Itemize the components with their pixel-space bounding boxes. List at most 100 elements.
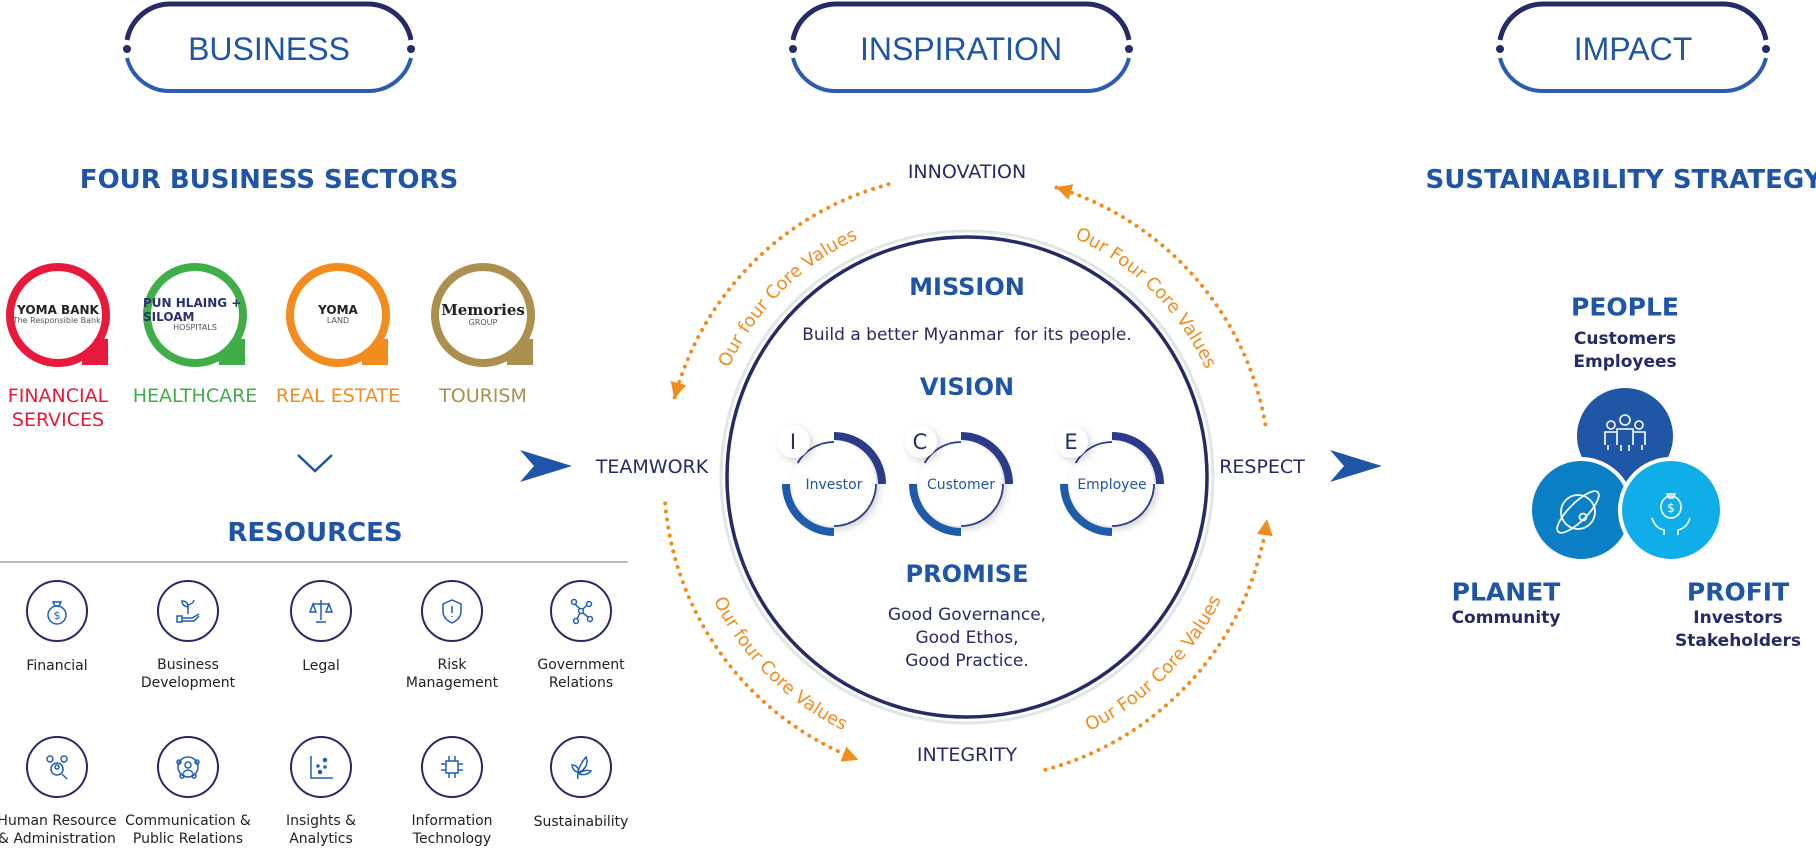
- leaf-icon: [571, 755, 593, 780]
- svg-text:$: $: [54, 609, 61, 622]
- value-integrity: INTEGRITY: [917, 744, 1018, 766]
- resource-icon-circle: $: [26, 580, 88, 642]
- pill-business-label: BUSINESS: [188, 31, 350, 67]
- dotted-arc: [1043, 517, 1270, 772]
- mission-title: MISSION: [909, 273, 1025, 301]
- resource-icon-circle: [421, 736, 483, 798]
- resources-title: RESOURCES: [227, 518, 403, 548]
- money-hands-icon: $: [1651, 493, 1691, 535]
- people-search-icon: [46, 755, 68, 780]
- scales-icon: [308, 600, 334, 623]
- vision-label: Investor: [805, 477, 862, 493]
- vision-ring-customer: C Customer: [905, 426, 1013, 536]
- planet-line: Community: [1451, 608, 1561, 628]
- vision-ring-investor: I Investor: [778, 426, 886, 536]
- pill-inspiration-label: INSPIRATION: [860, 31, 1062, 67]
- section-pills: [123, 1, 1770, 94]
- resource-label: Sustainability: [533, 814, 629, 830]
- sector-label: TOURISM: [439, 385, 527, 407]
- pill-bottom-border: [791, 57, 1131, 94]
- resource-icon-circle: [157, 580, 219, 642]
- shield-alert-icon: [442, 599, 462, 624]
- outer-light-ring: [719, 229, 1215, 725]
- resource-label: Financial: [26, 658, 88, 674]
- resource-label: Legal: [302, 658, 340, 674]
- value-respect: RESPECT: [1219, 456, 1305, 478]
- value-teamwork: TEAMWORK: [595, 456, 709, 478]
- planet-icon: [1556, 490, 1600, 534]
- promise-line: Good Ethos,: [915, 628, 1018, 648]
- flow-arrow-left-icon: [520, 450, 572, 482]
- chevron-down-icon: [297, 454, 333, 473]
- money-bag-icon: $: [47, 601, 67, 625]
- svg-text:$: $: [1667, 501, 1675, 515]
- pill-top-border: [124, 1, 414, 41]
- people-title: PEOPLE: [1571, 292, 1679, 322]
- pill-dot: [123, 45, 131, 53]
- resource-icon-circle: [550, 580, 612, 642]
- arc-arrowhead-icon: [840, 746, 859, 762]
- profit-circle: [1618, 457, 1724, 563]
- pill-top-border: [790, 1, 1132, 41]
- pill-bottom-border: [1498, 57, 1768, 94]
- dotted-arc: [663, 501, 861, 762]
- people-line: Customers: [1573, 329, 1677, 349]
- vision-letter: E: [1064, 430, 1077, 454]
- pill-dot: [1125, 45, 1133, 53]
- pill-impact-label: IMPACT: [1574, 31, 1693, 67]
- planet-title: PLANET: [1451, 577, 1561, 607]
- resources-divider: [0, 561, 628, 563]
- resource-icon-circle: [290, 580, 352, 642]
- sector-label: HEALTHCARE: [132, 385, 258, 407]
- resource-label: Human Resource& Administration: [0, 813, 117, 847]
- people-line: Employees: [1573, 352, 1677, 372]
- resource-label: Communication &Public Relations: [125, 813, 251, 847]
- resource-icon-circle: [421, 580, 483, 642]
- promise-line: Good Practice.: [905, 651, 1028, 671]
- pill-bottom-border: [125, 57, 413, 94]
- vision-label: Customer: [927, 477, 995, 493]
- pill-top-border: [1497, 1, 1769, 41]
- mission-text: Build a better Myanmar for its people.: [802, 325, 1131, 345]
- network-icon: [570, 598, 594, 625]
- arc-arrowhead-icon: [1055, 184, 1074, 200]
- vision-letter: I: [790, 430, 796, 454]
- promise-title: PROMISE: [906, 560, 1029, 588]
- promise-line: Good Governance,: [888, 605, 1046, 625]
- scatter-plot-icon: [310, 756, 333, 779]
- sustainability-venn: $: [1528, 384, 1724, 563]
- vision-letter: C: [913, 430, 928, 454]
- arc-arrowhead-icon: [670, 381, 687, 399]
- vision-label: Employee: [1077, 477, 1146, 493]
- resource-label: Insights &Analytics: [285, 813, 357, 847]
- flow-arrow-right-icon: [1330, 450, 1382, 482]
- vision-title: VISION: [920, 373, 1014, 401]
- sustainability-strategy-title: SUSTAINABILITY STRATEGY: [1425, 165, 1816, 195]
- resource-icon-circle: [26, 736, 88, 798]
- planet-circle: [1528, 457, 1634, 563]
- pill-dot: [789, 45, 797, 53]
- resource-icon-circle: [550, 736, 612, 798]
- pill-dot: [1762, 45, 1770, 53]
- pill-dot: [407, 45, 415, 53]
- pill-dot: [1496, 45, 1504, 53]
- sprout-hand-icon: [176, 599, 200, 623]
- profit-line: Stakeholders: [1674, 631, 1802, 651]
- four-business-sectors-title: FOUR BUSINESS SECTORS: [79, 165, 459, 195]
- profit-title: PROFIT: [1686, 577, 1790, 607]
- vision-ring-employee: E Employee: [1056, 426, 1164, 536]
- profit-line: Investors: [1693, 608, 1783, 628]
- arc-arrowhead-icon: [1256, 519, 1273, 537]
- chip-icon: [441, 756, 463, 778]
- resource-icon-circle: [290, 736, 352, 798]
- vision-rings: I Investor C Customer E Employee: [778, 426, 1164, 536]
